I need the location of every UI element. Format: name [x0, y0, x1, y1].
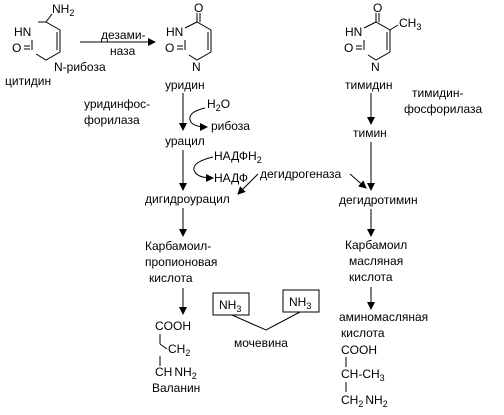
cytidine-nh2: NH2 — [52, 2, 74, 18]
cytidine-n-ribose: N-рибоза — [54, 60, 106, 74]
deaminase-label-2: наза — [110, 44, 136, 58]
deaminase-label-1: дезами- — [101, 28, 146, 42]
carbamoyl-propionic-label-2: пропионовая — [145, 255, 217, 269]
nadph-nadp-curve — [193, 156, 214, 182]
cytidine-hn: HN — [14, 25, 31, 39]
dehydrogenase-arrow-right — [349, 173, 367, 189]
carbamoyl-butyric-label-1: Карбамоил — [345, 238, 407, 252]
uridine-label: уридин — [165, 78, 205, 92]
aminobutyric-label-2: кислота — [341, 326, 385, 340]
thymidine-ch3-bond — [389, 24, 399, 31]
carbamoyl-butyric-label-3: кислота — [349, 270, 393, 284]
carbamoyl-butyric-label-2: масляная — [349, 254, 403, 268]
valine-ch2: CH2 — [168, 342, 190, 358]
dihydrothymine-label: дегидротимин — [339, 193, 418, 207]
thymidine-phosphorylase-label-1: тимидин- — [412, 86, 463, 100]
nh3-right-box — [282, 289, 320, 313]
thymidine-o-top: O — [373, 1, 382, 15]
thymidine-phosphorylase-label-2: фосфорилаза — [404, 102, 483, 116]
carbamoyl-propionic-label-1: Карбамоил- — [145, 239, 211, 253]
ab-chch3: CH-CH3 — [341, 367, 385, 383]
uridine-o-top: O — [194, 1, 203, 15]
uridine-phosphorylase-label-1: уридинфос- — [84, 97, 150, 111]
thymidine-n: N — [371, 60, 380, 74]
thymidine-label: тимидин — [345, 78, 392, 92]
valine-name: Валанин — [152, 381, 200, 395]
urea-connector — [231, 311, 301, 331]
uracil-label: урацил — [165, 134, 205, 148]
cytidine-o: O — [12, 41, 21, 55]
dehydrogenase-label: дегидрогеназа — [260, 167, 342, 181]
thymidine-ch3: CH3 — [399, 16, 421, 32]
nh3-left-box — [212, 292, 250, 316]
valine-cooh: COOH — [155, 319, 191, 333]
thymidine-o: O — [344, 41, 353, 55]
aminobutyric-label-1: аминомасляная — [339, 310, 428, 324]
uridine-phosphorylase-label-2: форилаза — [84, 113, 140, 127]
cytidine-label: цитидин — [5, 74, 51, 88]
nadp-label: НАДФ — [214, 171, 248, 185]
uridine-structure: O HN O N — [165, 1, 212, 74]
carbamoyl-propionic-label-3: кислота — [149, 271, 193, 285]
thymidine-hn: HN — [345, 25, 362, 39]
nadph2-label: НАДФН2 — [214, 149, 262, 165]
nh3-left-label: NH3 — [219, 298, 241, 314]
cytidine-nh2-bond — [45, 13, 53, 23]
urea-structure: NH3 NH3 мочевина — [212, 289, 320, 350]
uridine-ring-bonds — [184, 21, 212, 61]
thymine-label: тимин — [353, 126, 387, 140]
thymidine-ring-bonds — [363, 21, 391, 61]
thymidine-structure: O HN O CH3 N — [344, 1, 421, 74]
uridine-n: N — [192, 60, 201, 74]
valine-bond-2 — [159, 343, 168, 350]
uridine-o: O — [165, 41, 174, 55]
ribose-label: рибоза — [211, 119, 250, 133]
urea-label: мочевина — [234, 336, 288, 350]
uridine-hn: HN — [166, 25, 183, 39]
dehydrogenase-arrow-left — [237, 173, 259, 195]
ab-cooh: COOH — [341, 343, 377, 357]
dihydrouracil-label: дигидроурацил — [145, 192, 230, 206]
nh3-right-label: NH3 — [289, 295, 311, 311]
cytidine-structure: NH2 HN O N-рибоза — [12, 2, 106, 74]
h2o-ribose-curve — [189, 107, 208, 131]
cytidine-ring-bonds — [35, 21, 61, 61]
h2o-label: H2O — [207, 97, 230, 113]
